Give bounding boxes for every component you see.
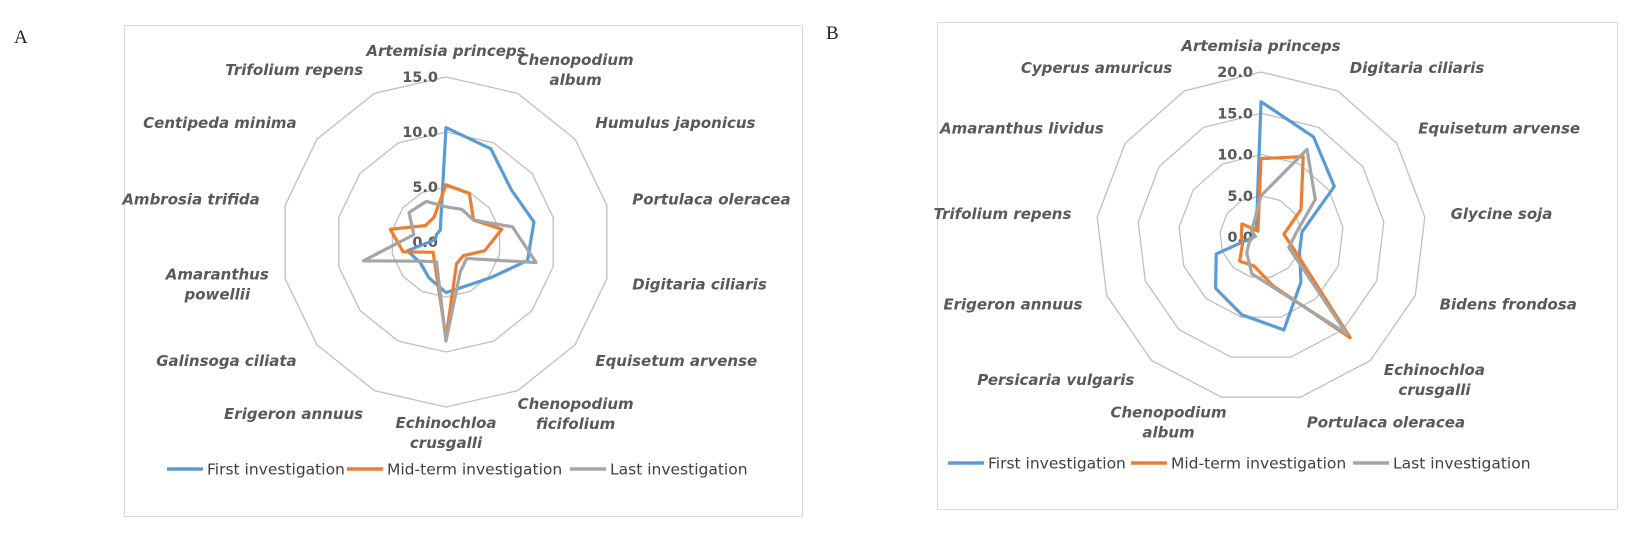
series-line-3 — [361, 199, 538, 343]
series-line-1 — [405, 125, 536, 295]
radar-grid — [284, 76, 608, 408]
category-label: Artemisia princeps — [1180, 37, 1340, 55]
category-label: Galinsoga ciliata — [156, 352, 296, 370]
tick-label: 15.0 — [402, 70, 438, 86]
grid-ring — [391, 186, 501, 298]
legend-label: Last investigation — [610, 461, 748, 479]
panel-letter-a: A — [14, 27, 28, 48]
category-label: Equisetum arvense — [1418, 119, 1580, 137]
category-label: Cyperus amuricus — [1021, 59, 1172, 77]
category-label: Persicaria vulgaris — [977, 371, 1134, 389]
category-label: Humulus japonicus — [595, 114, 755, 132]
grid-ring — [284, 76, 608, 408]
grid-ring — [1178, 153, 1344, 318]
tick-label: 10.0 — [1217, 148, 1253, 164]
legend: First investigation Mid-term investigatio… — [948, 455, 1531, 473]
category-label: Equisetum arvense — [595, 352, 757, 370]
category-label: Digitaria ciliaris — [632, 276, 767, 294]
category-label: Trifolium repens — [225, 61, 363, 79]
category-label: Artemisia princeps — [365, 42, 525, 60]
grid-ring — [338, 131, 554, 353]
category-label: Ambrosia trifida — [121, 190, 259, 208]
tick-label: 20.0 — [1217, 65, 1253, 81]
legend-label: First investigation — [988, 455, 1126, 473]
grid-ring — [1096, 71, 1426, 398]
series-line-1 — [1213, 100, 1336, 332]
category-label: Amaranthus lividus — [939, 119, 1104, 137]
legend: First investigation Mid-term investigatio… — [167, 461, 748, 479]
legend-label: Mid-term investigation — [1171, 455, 1346, 473]
legend-label: Mid-term investigation — [387, 461, 562, 479]
category-label: Trifolium repens — [934, 205, 1072, 223]
tick-label: 15.0 — [1217, 106, 1253, 122]
category-label: Erigeron annuus — [224, 405, 363, 423]
grid-ring — [1137, 112, 1385, 358]
panel-letter-b: B — [826, 23, 839, 44]
category-label: Digitaria ciliaris — [1350, 59, 1485, 77]
tick-label: 5.0 — [1227, 189, 1253, 205]
series-line-2 — [1238, 155, 1352, 340]
category-label: Portulaca oleracea — [1307, 413, 1465, 431]
tick-label: 10.0 — [402, 125, 438, 141]
tick-label: 5.0 — [412, 180, 438, 196]
category-label: Centipeda minima — [143, 114, 297, 132]
category-label: Erigeron annuus — [943, 296, 1082, 314]
category-label: Bidens frondosa — [1440, 296, 1577, 314]
series-line-3 — [1245, 147, 1348, 335]
category-label: Portulaca oleracea — [632, 190, 790, 208]
category-label: Glycine soja — [1451, 205, 1553, 223]
legend-label: First investigation — [207, 461, 345, 479]
legend-label: Last investigation — [1393, 455, 1531, 473]
